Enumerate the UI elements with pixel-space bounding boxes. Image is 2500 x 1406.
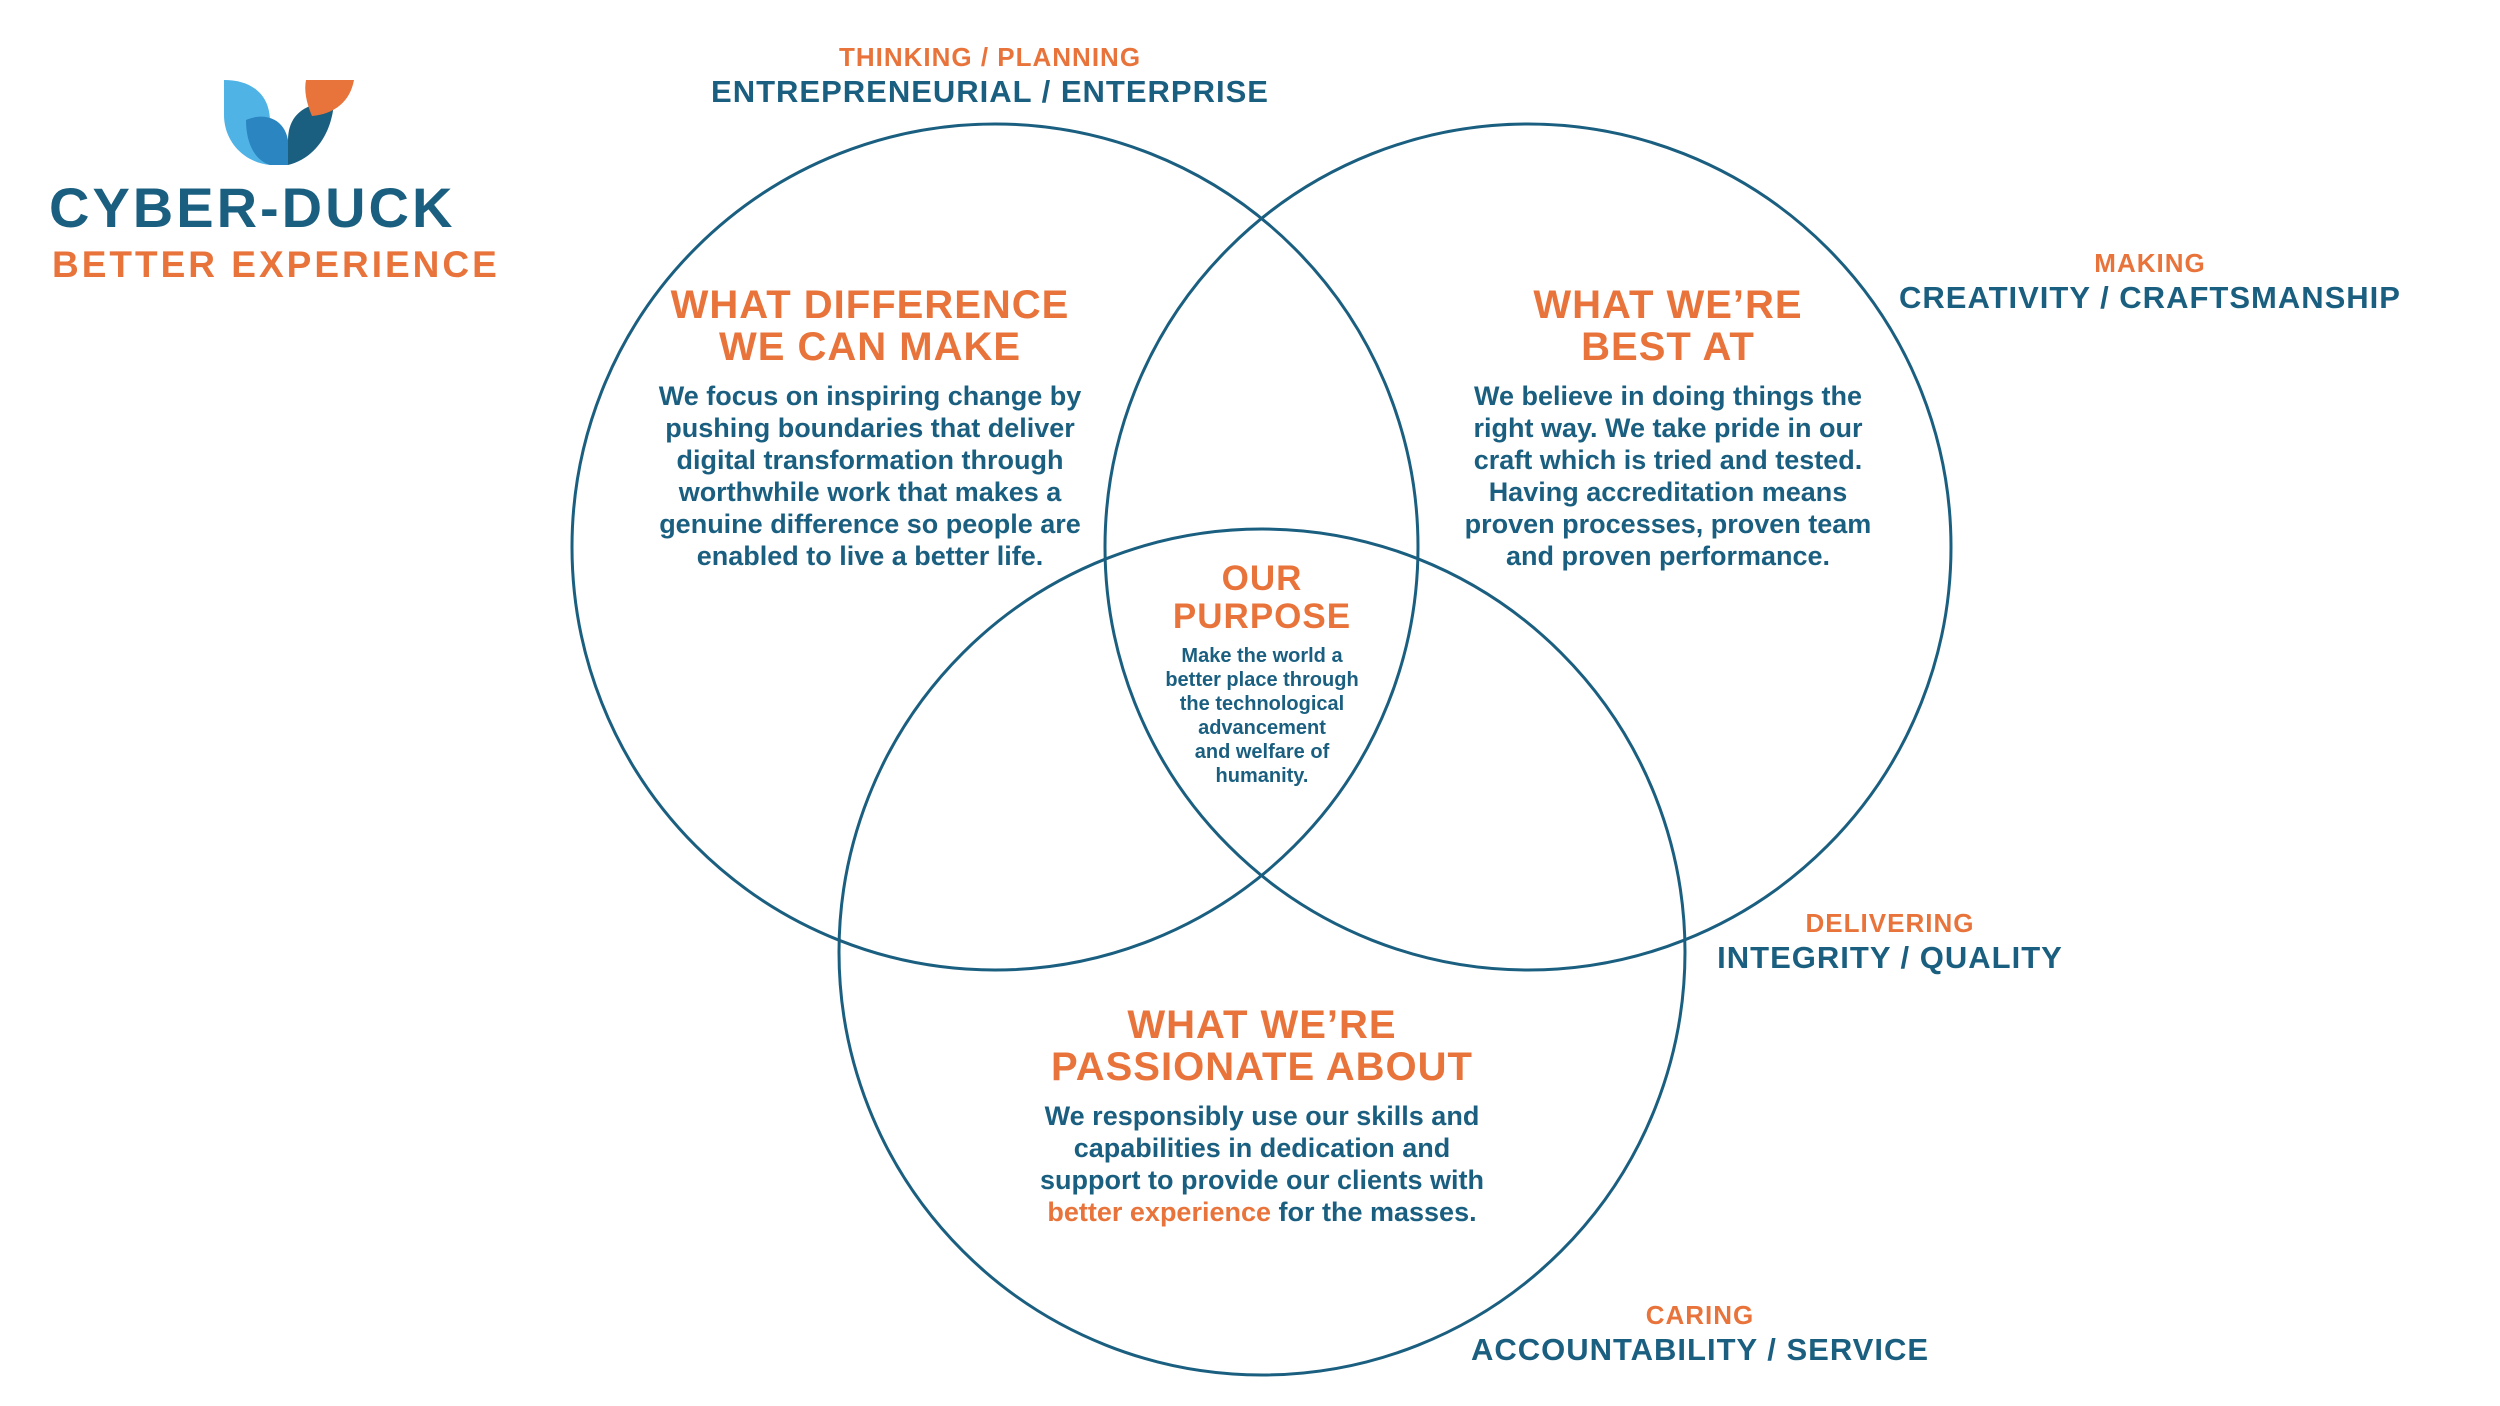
right-label-small: MAKING: [2094, 248, 2206, 278]
right-circle-body-line: Having accreditation means: [1488, 477, 1848, 507]
top-label: THINKING / PLANNING ENTREPRENEURIAL / EN…: [690, 42, 1290, 110]
bottom-circle-body-line: capabilities in dedication and: [1073, 1133, 1451, 1163]
left-circle-body-line: worthwhile work that makes a: [678, 477, 1062, 507]
purpose-body-line: humanity.: [1215, 765, 1309, 787]
bottom-circle-body-rest: for the masses.: [1271, 1197, 1477, 1227]
mid-right-label-big: INTEGRITY / QUALITY: [1717, 940, 2063, 976]
right-circle-body-line: and proven performance.: [1505, 541, 1831, 571]
bottom-circle-body-line: support to provide our clients with: [1039, 1165, 1484, 1195]
right-circle-body-line: craft which is tried and tested.: [1473, 445, 1863, 475]
brand-tagline: BETTER EXPERIENCE: [52, 244, 500, 285]
cyber-duck-logo-icon: [224, 80, 354, 165]
bottom-label-big: ACCOUNTABILITY / SERVICE: [1470, 1332, 1930, 1368]
left-circle-body-line: enabled to live a better life.: [696, 541, 1044, 571]
left-circle-body-line: We focus on inspiring change by: [658, 381, 1082, 411]
bottom-circle-body-line: We responsibly use our skills and: [1044, 1101, 1480, 1131]
left-circle-body-line: pushing boundaries that deliver: [665, 413, 1075, 443]
mid-right-label: DELIVERING INTEGRITY / QUALITY: [1690, 908, 2090, 976]
left-circle-title-2: WE CAN MAKE: [718, 325, 1022, 369]
purpose-body-line: better place through: [1165, 669, 1359, 691]
purpose-body-line: advancement: [1198, 717, 1326, 739]
bottom-label: CARING ACCOUNTABILITY / SERVICE: [1450, 1300, 1950, 1368]
right-label: MAKING CREATIVITY / CRAFTSMANSHIP: [1880, 248, 2420, 316]
purpose-body-line: Make the world a: [1181, 645, 1343, 667]
right-circle-title-2: BEST AT: [1581, 325, 1755, 369]
purpose-body-line: the technological: [1179, 693, 1345, 715]
bottom-circle-content: WHAT WE’RE PASSIONATE ABOUT We responsib…: [962, 1004, 1562, 1228]
right-circle-body-line: proven processes, proven team: [1464, 509, 1872, 539]
purpose-content: OUR PURPOSE Make the world a better plac…: [1132, 560, 1392, 788]
right-label-big: CREATIVITY / CRAFTSMANSHIP: [1899, 280, 2401, 316]
brand-name: CYBER-DUCK: [49, 176, 456, 239]
mid-right-label-small: DELIVERING: [1805, 908, 1975, 938]
bottom-circle-title-1: WHAT WE’RE: [1127, 1003, 1397, 1047]
right-circle-content: WHAT WE’RE BEST AT We believe in doing t…: [1408, 284, 1928, 572]
left-circle-content: WHAT DIFFERENCE WE CAN MAKE We focus on …: [610, 284, 1130, 572]
top-label-small: THINKING / PLANNING: [838, 42, 1142, 72]
bottom-circle-title-2: PASSIONATE ABOUT: [1051, 1045, 1473, 1089]
purpose-title-2: PURPOSE: [1172, 597, 1352, 636]
top-label-big: ENTREPRENEURIAL / ENTERPRISE: [711, 74, 1269, 110]
left-circle-title-1: WHAT DIFFERENCE: [670, 283, 1070, 327]
purpose-title-1: OUR: [1221, 559, 1303, 598]
right-circle-body-line: right way. We take pride in our: [1473, 413, 1863, 443]
left-circle-body-line: digital transformation through: [676, 445, 1064, 475]
bottom-circle-body-last-line: better experience for the masses.: [962, 1196, 1562, 1228]
bottom-label-small: CARING: [1645, 1300, 1755, 1330]
purpose-body-line: and welfare of: [1194, 741, 1330, 763]
right-circle-body-line: We believe in doing things the: [1473, 381, 1863, 411]
better-experience-highlight: better experience: [1047, 1197, 1271, 1227]
circle-best-at: [1103, 122, 1953, 972]
right-circle-title-1: WHAT WE’RE: [1533, 283, 1803, 327]
left-circle-body-line: genuine difference so people are: [659, 509, 1081, 539]
circle-passionate: [837, 527, 1687, 1377]
circle-difference: [570, 122, 1420, 972]
